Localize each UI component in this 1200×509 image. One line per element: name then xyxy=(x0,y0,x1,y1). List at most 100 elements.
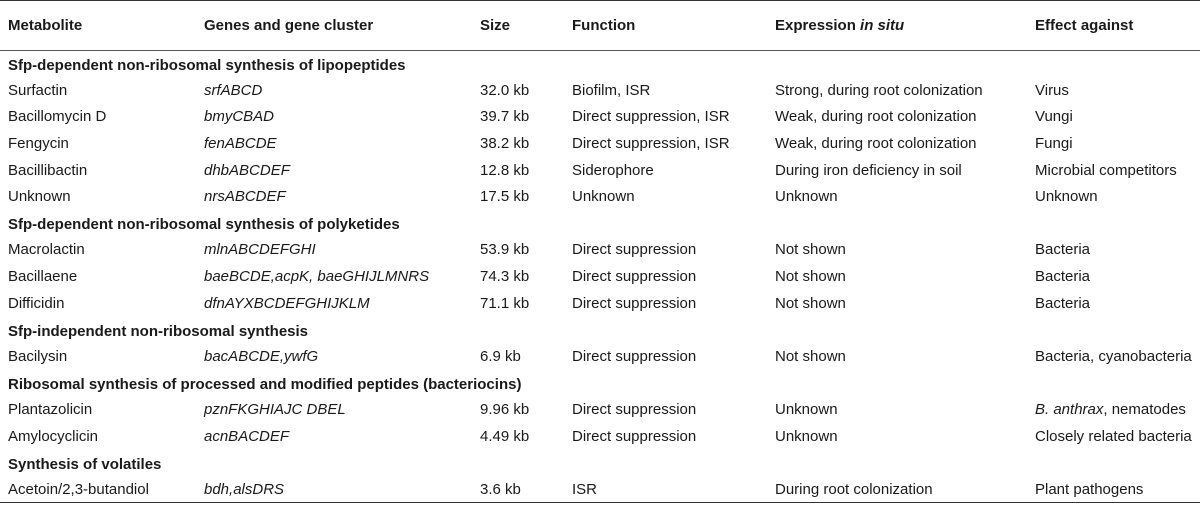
cell-expression: During iron deficiency in soil xyxy=(775,161,962,179)
cell-function: Direct suppression, ISR xyxy=(572,135,730,153)
cell-effect: Unknown xyxy=(1035,188,1098,206)
cell-genes: baeBCDE,acpK, baeGHIJLMNRS xyxy=(204,268,430,286)
cell-size: 74.3 kb xyxy=(480,268,530,286)
section-row: Sfp-independent non-ribosomal synthesis xyxy=(0,316,1200,343)
cell-metabolite: Acetoin/2,3-butandiol xyxy=(0,476,196,504)
cell-metabolite: Amylocyclicin xyxy=(8,427,99,445)
cell-genes: fenABCDE xyxy=(204,135,277,153)
cell-function: Biofilm, ISR xyxy=(572,81,651,99)
header-function: Function xyxy=(564,0,767,51)
cell-expression: Not shown xyxy=(775,294,846,312)
cell-size: 39.7 kb xyxy=(480,108,530,126)
cell-size: 32.0 kb xyxy=(480,81,530,99)
cell-metabolite: Plantazolicin xyxy=(8,401,93,419)
cell-effect: Plant pathogens xyxy=(1027,476,1200,504)
section-row: Synthesis of volatiles xyxy=(0,449,1200,476)
table-row: Unknown nrsABCDEF 17.5 kb Unknown Unknow… xyxy=(0,183,1200,210)
header-effect: Effect against xyxy=(1027,0,1200,51)
cell-size: 3.6 kb xyxy=(472,476,564,504)
cell-metabolite: Bacilysin xyxy=(8,347,68,365)
table-row: Amylocyclicin acnBACDEF 4.49 kb Direct s… xyxy=(0,423,1200,450)
cell-genes: bacABCDE,ywfG xyxy=(204,347,319,365)
cell-metabolite: Macrolactin xyxy=(8,241,85,259)
table-row: Plantazolicin pznFKGHIAJC DBEL 9.96 kb D… xyxy=(0,396,1200,423)
cell-size: 17.5 kb xyxy=(480,188,530,206)
cell-effect: Bacteria, cyanobacteria xyxy=(1035,347,1192,365)
cell-effect: Virus xyxy=(1035,81,1069,99)
cell-function: Direct suppression xyxy=(572,401,697,419)
cell-size: 4.49 kb xyxy=(480,427,530,445)
cell-genes: nrsABCDEF xyxy=(204,188,286,206)
cell-expression: Strong, during root colonization xyxy=(775,81,983,99)
cell-effect: Bacteria xyxy=(1035,294,1091,312)
cell-effect-rest: , nematodes xyxy=(1103,401,1186,419)
cell-function: ISR xyxy=(564,476,767,504)
cell-effect: Vungi xyxy=(1035,108,1073,126)
cell-effect-italic: B. anthrax xyxy=(1035,401,1104,419)
cell-effect: Closely related bacteria xyxy=(1035,427,1192,445)
header-size: Size xyxy=(472,0,564,51)
section-row: Ribosomal synthesis of processed and mod… xyxy=(0,370,1200,397)
cell-size: 6.9 kb xyxy=(480,347,521,365)
section-title: Ribosomal synthesis of processed and mod… xyxy=(8,375,522,393)
header-row: Metabolite Genes and gene cluster Size F… xyxy=(0,0,1200,51)
table-header: Metabolite Genes and gene cluster Size F… xyxy=(0,0,1200,51)
header-metabolite: Metabolite xyxy=(0,0,196,51)
header-expression: Expression in situ xyxy=(767,0,1027,51)
cell-expression: During root colonization xyxy=(767,476,1027,504)
cell-size: 9.96 kb xyxy=(480,401,530,419)
table-row: Fengycin fenABCDE 38.2 kb Direct suppres… xyxy=(0,130,1200,157)
table-row: Bacilysin bacABCDE,ywfG 6.9 kb Direct su… xyxy=(0,343,1200,370)
section-title: Synthesis of volatiles xyxy=(8,455,162,473)
table-row: Acetoin/2,3-butandiol bdh,alsDRS 3.6 kb … xyxy=(0,476,1200,504)
cell-function: Unknown xyxy=(572,188,635,206)
cell-genes: dfnAYXBCDEFGHIJKLM xyxy=(204,294,370,312)
table-row: Bacillaene baeBCDE,acpK, baeGHIJLMNRS 74… xyxy=(0,263,1200,290)
cell-effect: B. anthrax, nematodes xyxy=(1027,396,1200,423)
section-row: Sfp-dependent non-ribosomal synthesis of… xyxy=(0,51,1200,78)
table-body: Sfp-dependent non-ribosomal synthesis of… xyxy=(0,51,1200,504)
cell-genes: bmyCBAD xyxy=(204,108,275,126)
cell-genes: mlnABCDEFGHI xyxy=(204,241,316,259)
cell-effect: Fungi xyxy=(1035,135,1073,153)
table-row: Difficidin dfnAYXBCDEFGHIJKLM 71.1 kb Di… xyxy=(0,290,1200,317)
table-row: Macrolactin mlnABCDEFGHI 53.9 kb Direct … xyxy=(0,237,1200,264)
cell-function: Direct suppression xyxy=(572,268,697,286)
cell-expression: Weak, during root colonization xyxy=(775,108,977,126)
cell-expression: Not shown xyxy=(775,268,846,286)
cell-function: Direct suppression, ISR xyxy=(572,108,730,126)
table-row: Bacillibactin dhbABCDEF 12.8 kb Sideroph… xyxy=(0,157,1200,184)
section-title: Sfp-dependent non-ribosomal synthesis of… xyxy=(8,57,406,75)
cell-metabolite: Unknown xyxy=(8,188,71,206)
cell-size: 71.1 kb xyxy=(480,294,530,312)
section-title: Sfp-dependent non-ribosomal synthesis of… xyxy=(8,216,400,234)
cell-effect: Bacteria xyxy=(1035,268,1091,286)
cell-genes: pznFKGHIAJC DBEL xyxy=(204,401,346,419)
cell-genes: srfABCD xyxy=(204,81,263,99)
cell-function: Direct suppression xyxy=(572,347,697,365)
cell-expression: Unknown xyxy=(775,188,838,206)
cell-effect: Microbial competitors xyxy=(1035,161,1177,179)
cell-expression: Not shown xyxy=(775,347,846,365)
cell-size: 12.8 kb xyxy=(480,161,530,179)
cell-function: Direct suppression xyxy=(572,241,697,259)
cell-function: Siderophore xyxy=(572,161,654,179)
cell-genes: bdh,alsDRS xyxy=(196,476,472,504)
cell-expression: Weak, during root colonization xyxy=(775,135,977,153)
cell-function: Direct suppression xyxy=(572,294,697,312)
cell-function: Direct suppression xyxy=(572,427,697,445)
cell-size: 38.2 kb xyxy=(480,135,530,153)
table-row: Surfactin srfABCD 32.0 kb Biofilm, ISR S… xyxy=(0,77,1200,104)
cell-metabolite: Surfactin xyxy=(8,81,68,99)
cell-metabolite: Bacillaene xyxy=(8,268,78,286)
cell-genes: acnBACDEF xyxy=(204,427,290,445)
section-row: Sfp-dependent non-ribosomal synthesis of… xyxy=(0,210,1200,237)
cell-genes: dhbABCDEF xyxy=(204,161,290,179)
header-expression-prefix: Expression xyxy=(775,17,861,34)
cell-effect: Bacteria xyxy=(1035,241,1091,259)
cell-expression: Unknown xyxy=(775,401,838,419)
cell-expression: Not shown xyxy=(775,241,846,259)
cell-metabolite: Bacillomycin D xyxy=(8,108,107,126)
cell-metabolite: Fengycin xyxy=(8,135,69,153)
